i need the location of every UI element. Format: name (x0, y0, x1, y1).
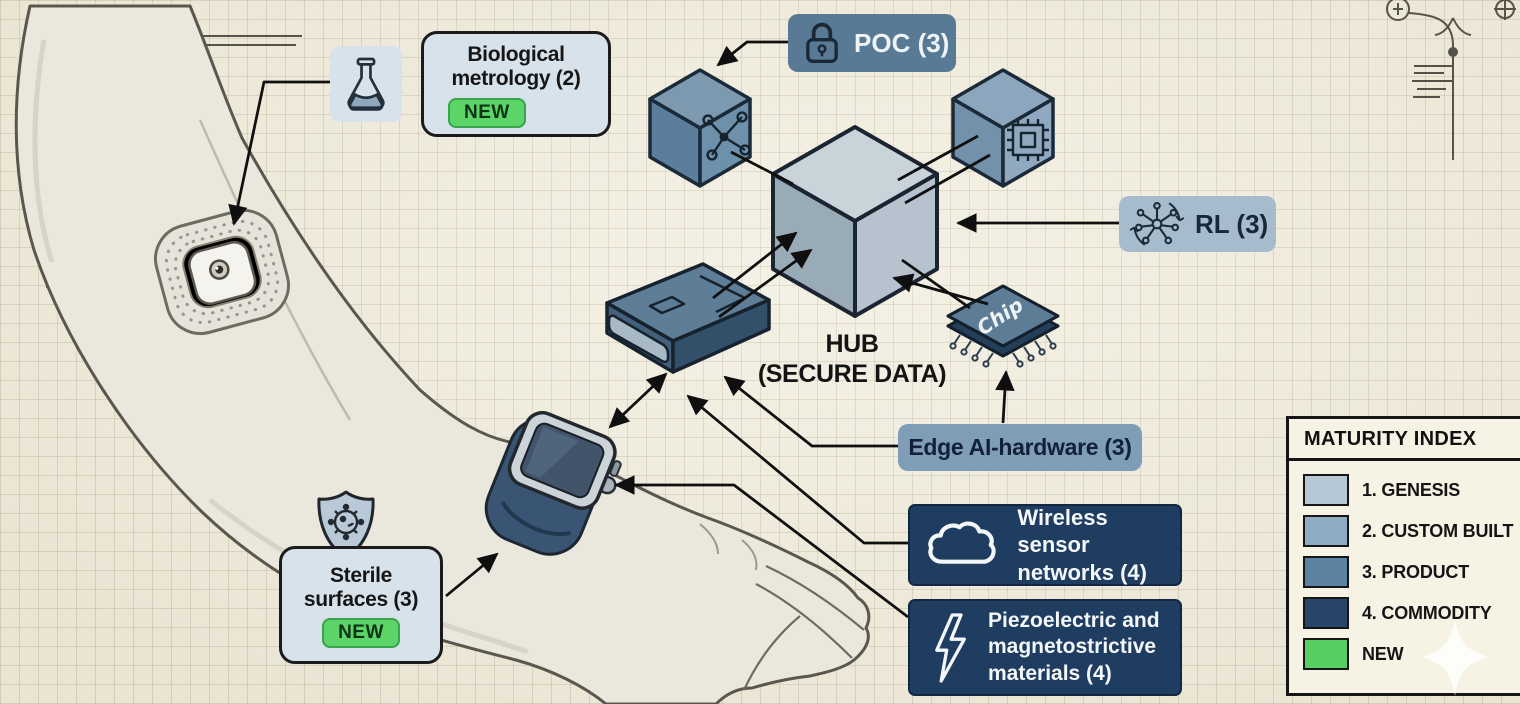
maturity-index-legend: MATURITY INDEX 1. GENESIS 2. CUSTOM BUIL… (1286, 416, 1520, 696)
arrow-device-to-hub-a (712, 231, 798, 300)
arrow-flask-to-patch (228, 80, 332, 226)
callout-sterile-surfaces: Sterile surfaces (3) NEW (279, 546, 443, 664)
callout-rl: RL (3) (1119, 196, 1276, 252)
hub-cube (771, 125, 939, 318)
callout-biological-metrology: Biological metrology (2) NEW (421, 31, 611, 137)
callout-piezo: Piezoelectric and magnetostrictive mater… (908, 599, 1182, 696)
molecule-icon (702, 111, 751, 161)
schematic-doodle-top-right (1386, 0, 1516, 160)
processor-cube (951, 68, 1055, 188)
legend-swatch-genesis (1303, 474, 1349, 506)
callout-poc: POC (3) (788, 14, 956, 72)
callout-edge-ai-text: Edge AI-hardware (3) (908, 434, 1132, 460)
callout-wireless-text: Wireless sensor networks (4) (1017, 504, 1147, 585)
legend-rows: 1. GENESIS 2. CUSTOM BUILT 3. PRODUCT 4.… (1289, 461, 1520, 683)
arrow-poc-to-cube (716, 40, 789, 67)
legend-item-custom-built: 2. CUSTOM BUILT (1303, 515, 1514, 547)
line-cube-to-hub (730, 150, 794, 186)
arrow-edgelabel-to-device (723, 375, 898, 448)
connector-arrows (228, 40, 1119, 619)
cloud-icon (928, 521, 996, 564)
line-hub-to-cube2-a (897, 134, 979, 182)
new-badge: NEW (448, 97, 526, 128)
legend-item-commodity: 4. COMMODITY (1303, 597, 1509, 629)
new-badge: NEW (322, 618, 400, 649)
legend-swatch-custom-built (1303, 515, 1349, 547)
legend-item-genesis: 1. GENESIS (1303, 474, 1509, 506)
smartwatch (484, 410, 622, 556)
edge-ai-device (605, 262, 771, 374)
legend-swatch-new (1303, 638, 1349, 670)
legend-title: MATURITY INDEX (1289, 419, 1520, 461)
biosensor-patch (154, 208, 290, 336)
callout-poc-text: POC (3) (854, 27, 950, 58)
legend-item-new: NEW (1303, 638, 1509, 670)
rl-network-icon (1129, 201, 1185, 246)
flask-icon (347, 57, 385, 111)
callout-sterile-text: Sterile surfaces (3) (303, 563, 419, 611)
lock-icon (806, 22, 838, 63)
callout-wireless: Wireless sensor networks (4) (908, 504, 1182, 586)
molecule-cube (648, 68, 752, 188)
chip-face-icon (1007, 119, 1049, 161)
lightning-icon (935, 612, 966, 683)
shield-virus-icon (317, 490, 375, 560)
callout-edge-ai: Edge AI-hardware (3) (898, 424, 1142, 471)
arrow-sterile-to-watch (445, 552, 499, 598)
hub-label: HUB (SECURE DATA) (752, 329, 952, 389)
line-hub-to-cube2-b (904, 153, 991, 205)
arrow-chip-to-hub (892, 273, 989, 306)
arrow-device-to-hub-b (718, 248, 813, 319)
legend-item-product: 3. PRODUCT (1303, 556, 1509, 588)
arrow-watch-device-bidirectional (608, 372, 668, 429)
hub-label-line2: (SECURE DATA) (757, 360, 947, 388)
legend-swatch-commodity (1303, 597, 1349, 629)
arrow-edgelabel-to-chip (995, 370, 1015, 424)
hub-label-line1: HUB (825, 330, 879, 358)
callout-piezo-text: Piezoelectric and magnetostrictive mater… (988, 609, 1160, 685)
line-hub-to-chip (901, 258, 971, 310)
arrow-piezo-to-watch (614, 475, 909, 619)
legend-swatch-product (1303, 556, 1349, 588)
callout-rl-text: RL (3) (1195, 208, 1269, 239)
callout-biological-text: Biological metrology (2) (451, 43, 581, 91)
flask-iconbox (330, 46, 402, 122)
arrow-wireless-to-device (686, 394, 908, 545)
